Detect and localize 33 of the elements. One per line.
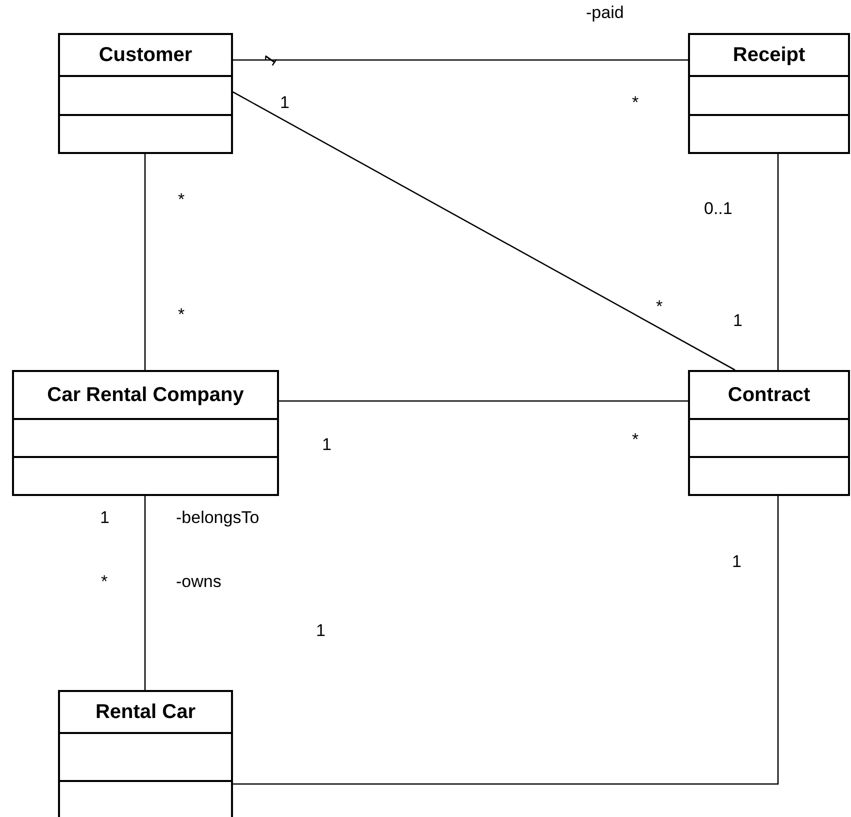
association-line [144,154,146,370]
association-line [232,91,736,371]
association-line [777,154,779,370]
association-line [233,496,779,785]
association-line [233,59,688,61]
multiplicity-label: 1 [322,435,332,455]
class-name: Rental Car [95,700,196,724]
association-line [144,496,146,690]
multiplicity-label: 1 [732,552,742,572]
class-name: Car Rental Company [47,384,244,406]
multiplicity-label: 1 [733,311,742,331]
class-name: Contract [728,384,810,406]
multiplicity-label: * [178,190,185,210]
multiplicity-label: * [178,305,185,325]
multiplicity-label: * [632,430,639,450]
role-name: -paid [586,3,624,23]
class-name: Customer [98,44,192,66]
multiplicity-label: * [656,297,663,317]
class-box [58,33,233,154]
multiplicity-label: 1 [100,508,110,528]
multiplicity-label: 0..1 [704,199,732,219]
class-box [12,370,279,496]
role-name: -owns [176,572,222,592]
class-name: Receipt [732,44,806,66]
association-line [279,400,688,402]
multiplicity-label: * [101,572,108,592]
multiplicity-label: 1 [316,621,326,641]
role-name: -belongsTo [176,508,260,528]
class-box [688,33,850,154]
class-box [688,370,850,496]
class-box [58,690,233,817]
multiplicity-label: * [632,93,639,113]
multiplicity-label: 1 [280,93,290,113]
